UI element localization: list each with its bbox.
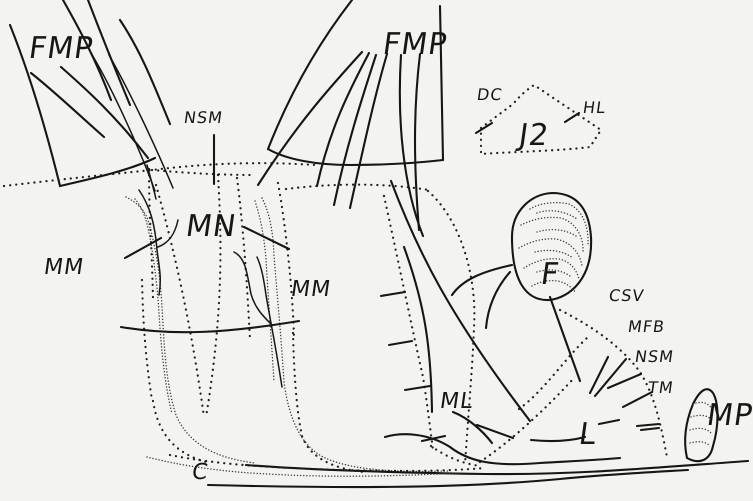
label-hl: HL — [582, 100, 607, 116]
label-fmp-right: FMP — [381, 30, 449, 60]
label-tm: TM — [647, 380, 675, 396]
label-mm-right: MM — [289, 279, 332, 301]
label-mp: MP — [705, 401, 753, 431]
label-nsm-right: NSM — [634, 349, 675, 365]
label-mn: MN — [184, 212, 239, 242]
label-ml: ML — [438, 391, 474, 413]
label-nsm-top: NSM — [183, 110, 224, 126]
label-dc: DC — [476, 87, 504, 103]
label-j2: J2 — [517, 121, 551, 151]
label-csv: CSV — [608, 288, 646, 304]
label-mfb: MFB — [627, 319, 666, 335]
fine-stippled-outline — [126, 197, 448, 471]
label-fmp-left: FMP — [27, 34, 95, 64]
dotted-boundaries — [4, 85, 667, 472]
label-mm-left: MM — [42, 257, 85, 279]
label-c: C — [190, 462, 209, 484]
leader-lines — [121, 113, 748, 487]
